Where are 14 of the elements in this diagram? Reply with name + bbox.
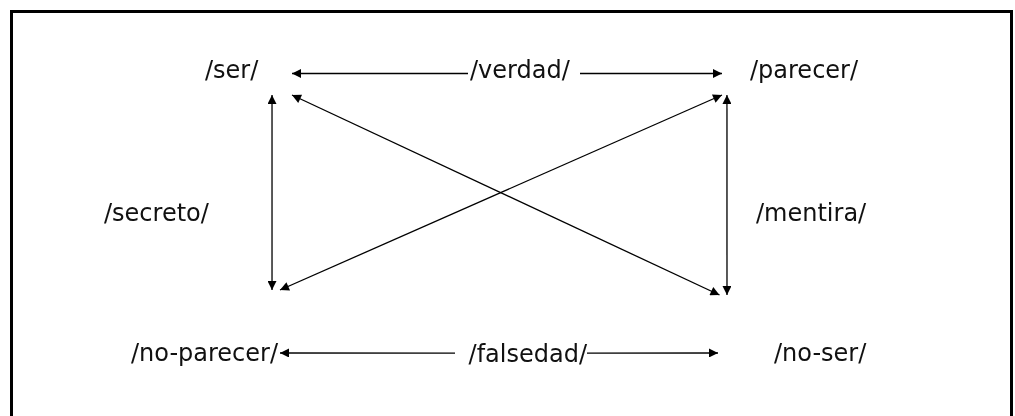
term-label: /mentira/ xyxy=(756,199,867,227)
term-label: /no-parecer/ xyxy=(130,339,278,367)
term-label: /falsedad/ xyxy=(468,340,587,368)
term-label: /parecer/ xyxy=(750,56,859,84)
term-label: /secreto/ xyxy=(104,199,209,227)
arrow xyxy=(267,94,277,291)
term-label: /no-ser/ xyxy=(774,339,867,367)
term-label: /verdad/ xyxy=(470,56,570,84)
arrow xyxy=(279,348,456,358)
arrow xyxy=(579,69,723,78)
arrow xyxy=(722,94,732,296)
term-label: /ser/ xyxy=(205,56,259,84)
arrow xyxy=(586,348,719,358)
arrow xyxy=(291,69,469,78)
